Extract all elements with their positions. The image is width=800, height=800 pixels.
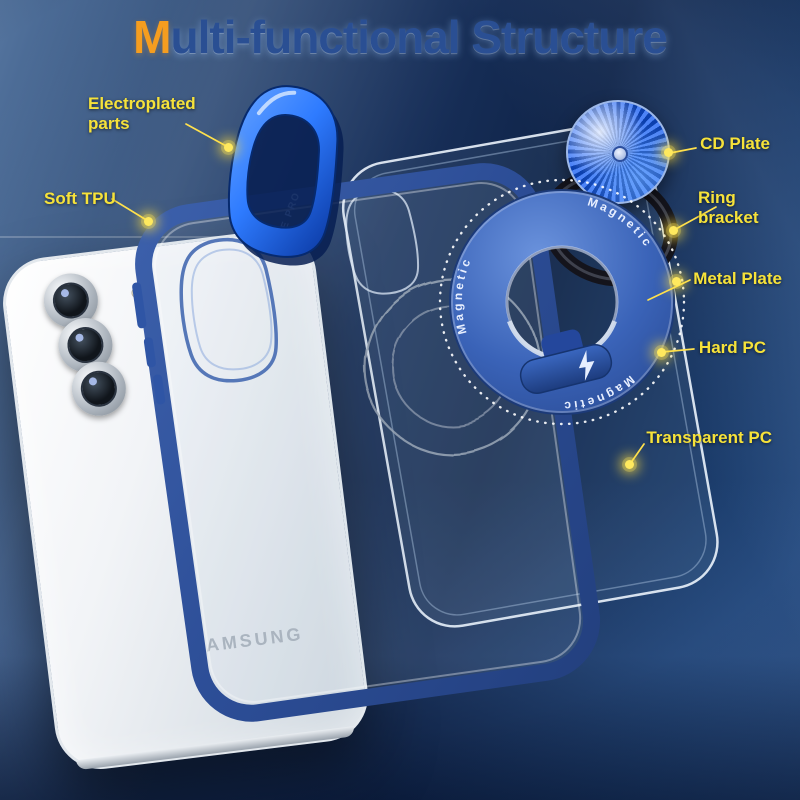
callout-dot-ring-bracket (669, 226, 678, 235)
callout-hard-pc: Hard PC (698, 338, 766, 357)
flash-icon (130, 286, 144, 300)
callout-dot-hard-pc (657, 348, 666, 357)
callout-dot-electroplated (224, 143, 233, 152)
callout-dot-transparent-pc (625, 460, 634, 469)
callout-cd-plate: CD Plate (700, 134, 770, 153)
callout-ring-bracket: Ring bracket (698, 188, 759, 228)
page-title: Multi-functional Structure (0, 10, 800, 64)
lens-glass (78, 368, 119, 409)
callout-dot-metal-plate (672, 277, 681, 286)
cd-hub (612, 146, 628, 162)
callout-soft-tpu: Soft TPU (44, 189, 116, 208)
lens-glass (65, 324, 106, 366)
phone-brand-logo: SAMSUNG (189, 623, 305, 658)
title-rest: ulti-functional Structure (170, 11, 668, 63)
callout-transparent-pc: Transparent PC (646, 428, 772, 447)
phone-back: SAMSUNG (0, 224, 374, 775)
cd-plate (566, 100, 670, 204)
callout-dot-cd-plate (664, 148, 673, 157)
callout-dot-soft-tpu (144, 217, 153, 226)
callout-metal-plate: Metal Plate (693, 269, 782, 288)
callout-electroplated-parts: Electroplated parts (88, 94, 196, 134)
title-accent-letter: M (133, 11, 171, 63)
lens-glass (50, 280, 91, 321)
